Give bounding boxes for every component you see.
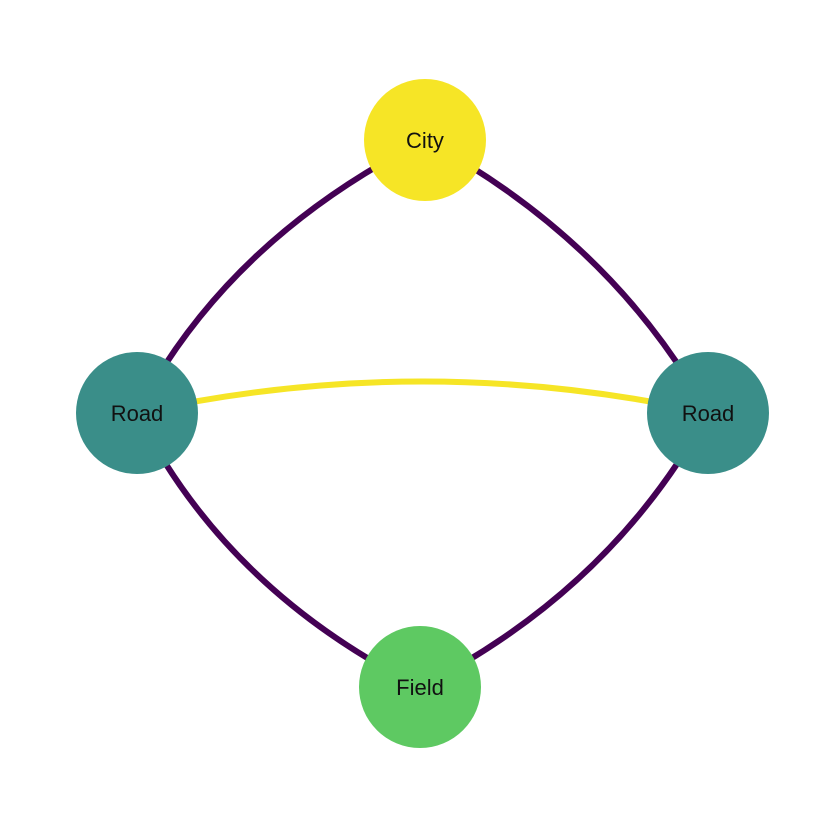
node-city-circle <box>364 79 486 201</box>
edge-road-left-road-right <box>134 378 711 416</box>
node-city: City <box>364 79 486 201</box>
node-field-circle <box>359 626 481 748</box>
nodes-layer: City Road Road Field <box>76 79 769 748</box>
node-road-left-label: Road <box>111 401 164 426</box>
node-road-right-circle <box>647 352 769 474</box>
edges-layer <box>134 137 711 690</box>
node-road-right: Road <box>647 352 769 474</box>
node-city-label: City <box>406 128 444 153</box>
node-road-right-label: Road <box>682 401 735 426</box>
node-field-label: Field <box>396 675 444 700</box>
node-road-left-circle <box>76 352 198 474</box>
node-road-left: Road <box>76 352 198 474</box>
node-field: Field <box>359 626 481 748</box>
